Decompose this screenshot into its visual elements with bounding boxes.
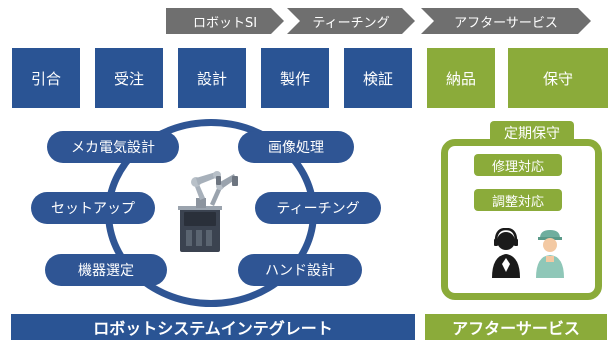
pill-label: 調整対応 [491, 194, 544, 210]
worker-icon [536, 230, 564, 278]
pill-label: 定期保守 [504, 126, 560, 142]
after-service-repair: 修理対応 [474, 154, 562, 176]
pill-label: 画像処理 [268, 140, 324, 156]
footer-si-bar: ロボットシステムインテグレート [11, 314, 415, 340]
robot-arm-icon [178, 171, 238, 252]
after-service-adjustment: 調整対応 [474, 189, 562, 211]
phase-robot-si: ロボットSI [166, 8, 284, 34]
phase-after-service: アフターサービス [421, 8, 591, 34]
step-label: 保守 [542, 69, 573, 88]
pill-label: セットアップ [51, 201, 135, 217]
si-service-equipment-selection: 機器選定 [45, 254, 167, 286]
si-service-image-processing: 画像処理 [238, 131, 354, 163]
footer-after-service-bar: アフターサービス [425, 314, 607, 340]
step-design: 設計 [178, 48, 246, 108]
step-order: 受注 [95, 48, 163, 108]
phase-label: ロボットSI [192, 15, 258, 31]
si-service-mech-elec-design: メカ電気設計 [47, 131, 179, 163]
step-delivery: 納品 [427, 48, 495, 108]
step-label: 検証 [362, 69, 393, 88]
step-label: 納品 [445, 69, 476, 88]
footer-si-label: ロボットシステムインテグレート [93, 319, 333, 338]
pill-label: 機器選定 [78, 263, 134, 279]
step-label: 製作 [279, 69, 310, 88]
support-staff-icons [492, 228, 564, 278]
step-production: 製作 [261, 48, 329, 108]
pill-label: ティーチング [276, 201, 360, 217]
si-service-teaching: ティーチング [255, 192, 381, 224]
step-maintenance: 保守 [508, 48, 608, 108]
phase-label: ティーチング [312, 15, 390, 31]
step-inquiry: 引合 [12, 48, 80, 108]
pill-label: メカ電気設計 [71, 140, 155, 156]
after-service-periodic-maintenance: 定期保守 [490, 121, 574, 145]
footer-after-service-label: アフターサービス [452, 319, 580, 338]
step-label: 設計 [196, 69, 227, 88]
si-service-hand-design: ハンド設計 [238, 254, 362, 286]
step-label: 引合 [30, 69, 61, 88]
phase-label: アフターサービス [454, 15, 558, 31]
pill-label: ハンド設計 [265, 263, 335, 279]
pill-label: 修理対応 [491, 159, 544, 175]
step-verification: 検証 [344, 48, 412, 108]
si-service-setup: セットアップ [31, 192, 155, 224]
phase-teaching: ティーチング [287, 8, 415, 34]
operator-headset-icon [492, 228, 520, 278]
step-label: 受注 [113, 69, 144, 88]
